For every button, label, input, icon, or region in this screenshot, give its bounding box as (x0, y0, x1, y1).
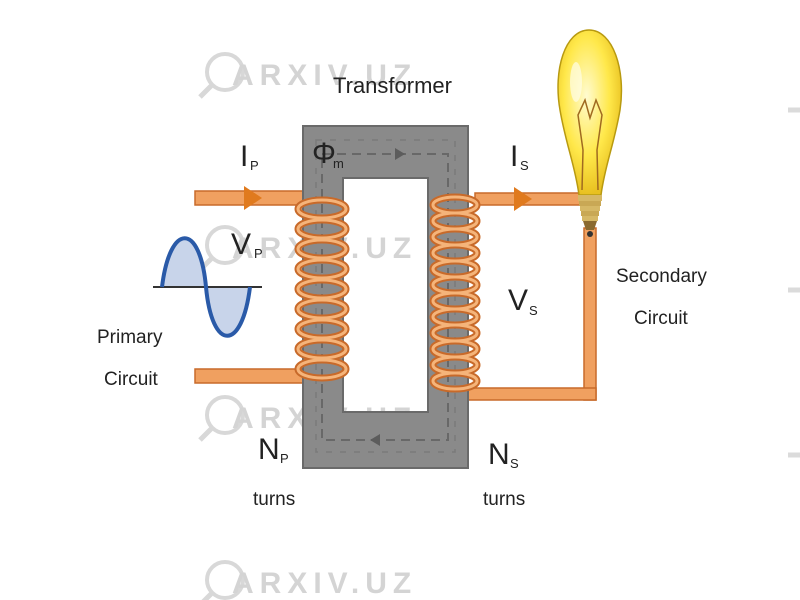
primary-circuit-line1: Primary (97, 327, 163, 348)
watermark-edge-marks (788, 107, 800, 458)
primary-circuit-line2: Circuit (104, 369, 159, 390)
primary-voltage-label: V P (231, 228, 263, 261)
flux-label: Φ m (312, 137, 344, 171)
primary-current-subscript: P (250, 158, 259, 173)
primary-turns-subscript: P (280, 451, 289, 466)
secondary-turns-subscript: S (510, 456, 519, 471)
primary-turns-label: N P turns (253, 433, 295, 510)
watermark-text-bottom: ARXIV.UZ (232, 567, 417, 600)
flux-path (321, 153, 449, 441)
secondary-current-symbol: I (510, 140, 518, 173)
secondary-voltage-subscript: S (529, 303, 538, 318)
watermark-bottom: ARXIV.UZ (201, 560, 417, 600)
flux-subscript: m (333, 156, 344, 171)
secondary-voltage-label: V S (508, 284, 538, 318)
primary-circuit-label: Primary Circuit (97, 327, 163, 390)
diagram-title: Transformer (333, 73, 452, 98)
secondary-turns-word: turns (483, 489, 525, 510)
secondary-current-label: I S (510, 140, 529, 173)
flux-arrow-bottom (370, 434, 380, 446)
primary-current-label: I P (240, 140, 259, 173)
watermark-top: ARXIV.UZ (198, 52, 417, 99)
secondary-turns-label: N S turns (483, 438, 525, 510)
watermark-text-top: ARXIV.UZ (232, 59, 417, 92)
light-bulb-icon (557, 29, 623, 237)
watermark-group: ARXIV.UZ ARXIV.UZ ARXIV.UZ ARXIV.UZ (198, 52, 800, 600)
primary-turns-symbol: N (258, 433, 280, 466)
primary-voltage-symbol: V (231, 228, 251, 261)
flux-symbol: Φ (312, 137, 336, 170)
secondary-wires (464, 192, 597, 401)
primary-voltage-subscript: P (254, 246, 263, 261)
secondary-current-subscript: S (520, 158, 529, 173)
ac-source-sine-icon (153, 236, 262, 338)
primary-current-arrow (244, 186, 262, 210)
flux-path-outer (315, 139, 456, 453)
secondary-turns-symbol: N (488, 438, 510, 471)
secondary-circuit-line2: Circuit (634, 308, 689, 329)
secondary-current-arrow (514, 187, 532, 211)
secondary-voltage-symbol: V (508, 284, 528, 317)
primary-current-symbol: I (240, 140, 248, 173)
secondary-circuit-label: Secondary Circuit (616, 266, 707, 329)
secondary-coil (429, 193, 481, 393)
secondary-circuit-line1: Secondary (616, 266, 707, 287)
primary-coil (294, 196, 350, 382)
flux-arrow-top (395, 148, 405, 160)
primary-turns-word: turns (253, 489, 295, 510)
